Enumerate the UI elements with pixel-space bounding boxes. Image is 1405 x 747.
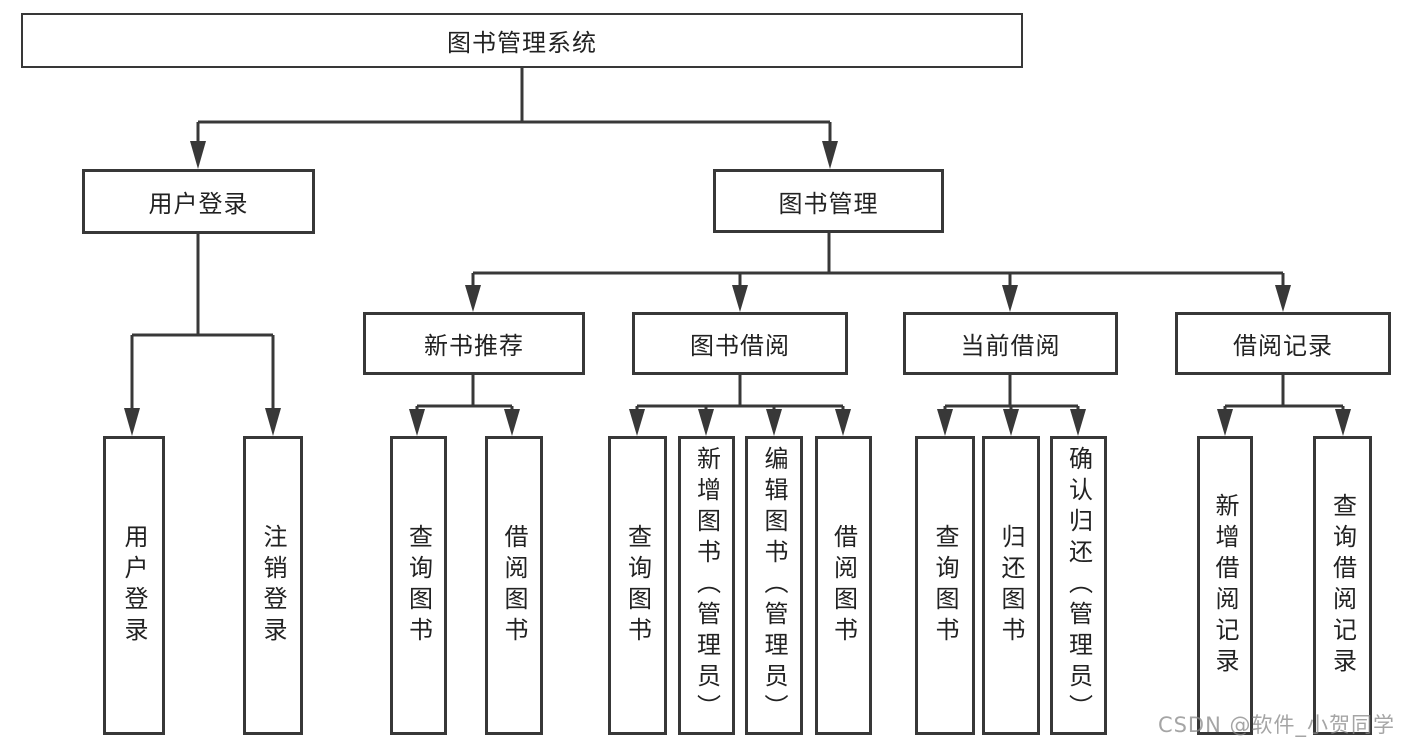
leaf-return-books: 归还图书	[982, 436, 1040, 735]
node-book-borrowing: 图书借阅	[632, 312, 848, 375]
leaf-query-books-under-borrowing: 查询图书	[608, 436, 667, 735]
node-label: 新增图书（管理员）	[692, 446, 721, 725]
node-label: 用户登录	[148, 190, 249, 218]
node-label: 新增借阅记录	[1211, 492, 1239, 679]
node-label: 借阅记录	[1233, 332, 1333, 360]
leaf-query-books-under-recommendation: 查询图书	[390, 436, 447, 735]
leaf-add-books-admin: 新增图书（管理员）	[678, 436, 735, 735]
node-library-management-system: 图书管理系统	[21, 13, 1023, 68]
node-label: 借阅图书	[500, 523, 528, 648]
watermark: CSDN @软件_小贺同学	[1157, 713, 1395, 737]
node-label: 查询图书	[404, 523, 433, 648]
node-label: 编辑图书（管理员）	[760, 446, 788, 725]
node-label: 归还图书	[997, 523, 1025, 648]
leaf-query-books-under-current: 查询图书	[915, 436, 975, 735]
node-label: 借阅图书	[829, 523, 858, 648]
node-new-book-recommendation: 新书推荐	[363, 312, 585, 375]
leaf-query-borrow-record: 查询借阅记录	[1313, 436, 1372, 735]
node-label: 确认归还（管理员）	[1064, 446, 1093, 725]
node-label: 当前借阅	[960, 332, 1061, 360]
node-label: 新书推荐	[424, 332, 524, 360]
node-user-login: 用户登录	[82, 169, 315, 234]
node-current-borrowing: 当前借阅	[903, 312, 1118, 375]
node-label: 图书管理	[778, 189, 879, 218]
leaf-borrow-books-under-recommendation: 借阅图书	[485, 436, 543, 735]
node-book-management: 图书管理	[713, 169, 944, 233]
node-label: 用户登录	[120, 523, 148, 648]
leaf-edit-books-admin: 编辑图书（管理员）	[745, 436, 803, 735]
node-borrowing-records: 借阅记录	[1175, 312, 1391, 375]
node-label: 查询借阅记录	[1328, 492, 1357, 679]
leaf-confirm-return-admin: 确认归还（管理员）	[1050, 436, 1107, 735]
leaf-borrow-books-under-borrowing: 借阅图书	[815, 436, 872, 735]
leaf-add-borrow-record: 新增借阅记录	[1197, 436, 1253, 735]
node-label: 查询图书	[931, 523, 959, 648]
node-label: 图书管理系统	[447, 29, 597, 57]
node-label: 注销登录	[259, 523, 287, 648]
node-label: 查询图书	[623, 523, 652, 648]
leaf-user-login: 用户登录	[103, 436, 165, 735]
leaf-logout: 注销登录	[243, 436, 303, 735]
arrowhead-icons	[124, 141, 1351, 436]
node-label: 图书借阅	[690, 332, 790, 360]
